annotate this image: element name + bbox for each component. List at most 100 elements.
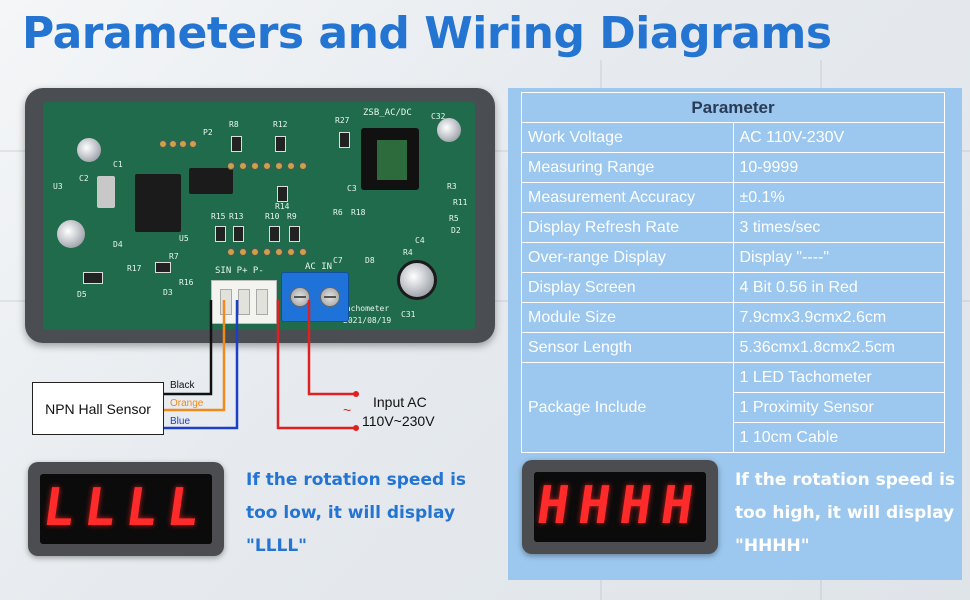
header-pin bbox=[251, 248, 259, 256]
ac-wire-1-terminal bbox=[353, 391, 359, 397]
terminal-label: AC IN bbox=[305, 262, 333, 272]
npn-hall-sensor: NPN Hall Sensor bbox=[32, 382, 164, 435]
connector-pin bbox=[220, 289, 232, 315]
capacitor bbox=[57, 220, 85, 248]
input-ac-label: Input AC 110V~230V bbox=[362, 393, 435, 431]
header-pin bbox=[159, 140, 167, 148]
resistor bbox=[215, 226, 226, 242]
wire-label-orange: Orange bbox=[170, 398, 204, 409]
header-pin bbox=[251, 162, 259, 170]
display-digits: HHHH bbox=[534, 476, 706, 536]
silk-label: P2 bbox=[203, 128, 213, 137]
param-key-package: Package Include bbox=[521, 362, 734, 453]
silk-label: C3 bbox=[347, 184, 357, 193]
connector-pin bbox=[238, 289, 250, 315]
terminal-screw bbox=[290, 287, 310, 307]
transformer bbox=[361, 128, 419, 190]
brand-text: tachometer bbox=[341, 304, 390, 313]
header-pin bbox=[287, 248, 295, 256]
param-value: Display "----" bbox=[732, 242, 945, 273]
header-pin bbox=[263, 248, 271, 256]
silk-label: D8 bbox=[365, 256, 375, 265]
table-header-row: Parameter bbox=[521, 92, 945, 123]
ac-symbol: ~ bbox=[343, 402, 351, 418]
param-value: 10-9999 bbox=[732, 152, 945, 183]
silk-label: C32 bbox=[431, 112, 446, 121]
header-pin bbox=[299, 248, 307, 256]
ac-wire-2-terminal bbox=[353, 425, 359, 431]
low-speed-display: LLLL bbox=[28, 462, 224, 556]
resistor bbox=[277, 186, 288, 202]
package-item: 1 10cm Cable bbox=[732, 422, 945, 453]
param-key: Measuring Range bbox=[521, 152, 734, 183]
model-text: ZSB_AC/DC bbox=[363, 108, 412, 118]
header-pin bbox=[179, 140, 187, 148]
silk-label: R3 bbox=[447, 182, 457, 191]
resistor bbox=[289, 226, 300, 242]
sensor-connector bbox=[211, 280, 277, 324]
silk-label: R9 bbox=[287, 212, 297, 221]
silk-label: R11 bbox=[453, 198, 468, 207]
silk-label: R15 bbox=[211, 212, 226, 221]
connector-pin bbox=[256, 289, 268, 315]
resistor bbox=[231, 136, 242, 152]
header-pin bbox=[227, 162, 235, 170]
high-speed-display: HHHH bbox=[522, 460, 718, 554]
chip bbox=[189, 168, 233, 194]
page-title: Parameters and Wiring Diagrams bbox=[22, 8, 832, 59]
display-digits: LLLL bbox=[40, 478, 212, 538]
header-pin bbox=[239, 248, 247, 256]
display-window: LLLL bbox=[40, 474, 212, 544]
param-value: 4 Bit 0.56 in Red bbox=[732, 272, 945, 303]
table-row: Measurement Accuracy±0.1% bbox=[521, 182, 945, 213]
silk-label: C31 bbox=[401, 310, 416, 319]
header-pin bbox=[299, 162, 307, 170]
capacitor bbox=[437, 118, 461, 142]
table-row: 1 Proximity Sensor bbox=[522, 392, 945, 423]
chip bbox=[135, 174, 181, 232]
wire-label-blue: Blue bbox=[170, 416, 191, 427]
capacitor bbox=[397, 260, 437, 300]
silk-label: R27 bbox=[335, 116, 350, 125]
silk-label: D2 bbox=[451, 226, 461, 235]
param-value: 5.36cmx1.8cmx2.5cm bbox=[732, 332, 945, 363]
param-value: 7.9cmx3.9cmx2.6cm bbox=[732, 302, 945, 333]
silk-label: U3 bbox=[53, 182, 63, 191]
param-key: Display Refresh Rate bbox=[521, 212, 734, 243]
param-key: Over-range Display bbox=[521, 242, 734, 273]
header-pin bbox=[169, 140, 177, 148]
date-text: 2021/08/19 bbox=[343, 316, 392, 325]
silk-label: C2 bbox=[79, 174, 89, 183]
silk-label: D4 bbox=[113, 240, 123, 249]
silk-label: R18 bbox=[351, 208, 366, 217]
resistor bbox=[233, 226, 244, 242]
header-pin bbox=[275, 162, 283, 170]
input-ac-voltage: 110V~230V bbox=[362, 413, 435, 429]
silk-label: R7 bbox=[169, 252, 179, 261]
wire-label-black: Black bbox=[170, 380, 195, 391]
display-window: HHHH bbox=[534, 472, 706, 542]
resistor bbox=[339, 132, 350, 148]
terminal-screw bbox=[320, 287, 340, 307]
param-key: Sensor Length bbox=[521, 332, 734, 363]
high-speed-caption: If the rotation speed is too high, it wi… bbox=[735, 470, 956, 556]
header-pin bbox=[263, 162, 271, 170]
silk-label: C4 bbox=[415, 236, 425, 245]
silk-label: R13 bbox=[229, 212, 244, 221]
silk-label: R10 bbox=[265, 212, 280, 221]
silk-label: R8 bbox=[229, 120, 239, 129]
resistor bbox=[269, 226, 280, 242]
param-value: 3 times/sec bbox=[732, 212, 945, 243]
silk-label: R17 bbox=[127, 264, 142, 273]
param-key: Measurement Accuracy bbox=[521, 182, 734, 213]
capacitor bbox=[77, 138, 101, 162]
silk-label: R12 bbox=[273, 120, 288, 129]
package-item: 1 LED Tachometer bbox=[732, 362, 945, 393]
param-key: Work Voltage bbox=[521, 122, 734, 153]
resistor bbox=[275, 136, 286, 152]
